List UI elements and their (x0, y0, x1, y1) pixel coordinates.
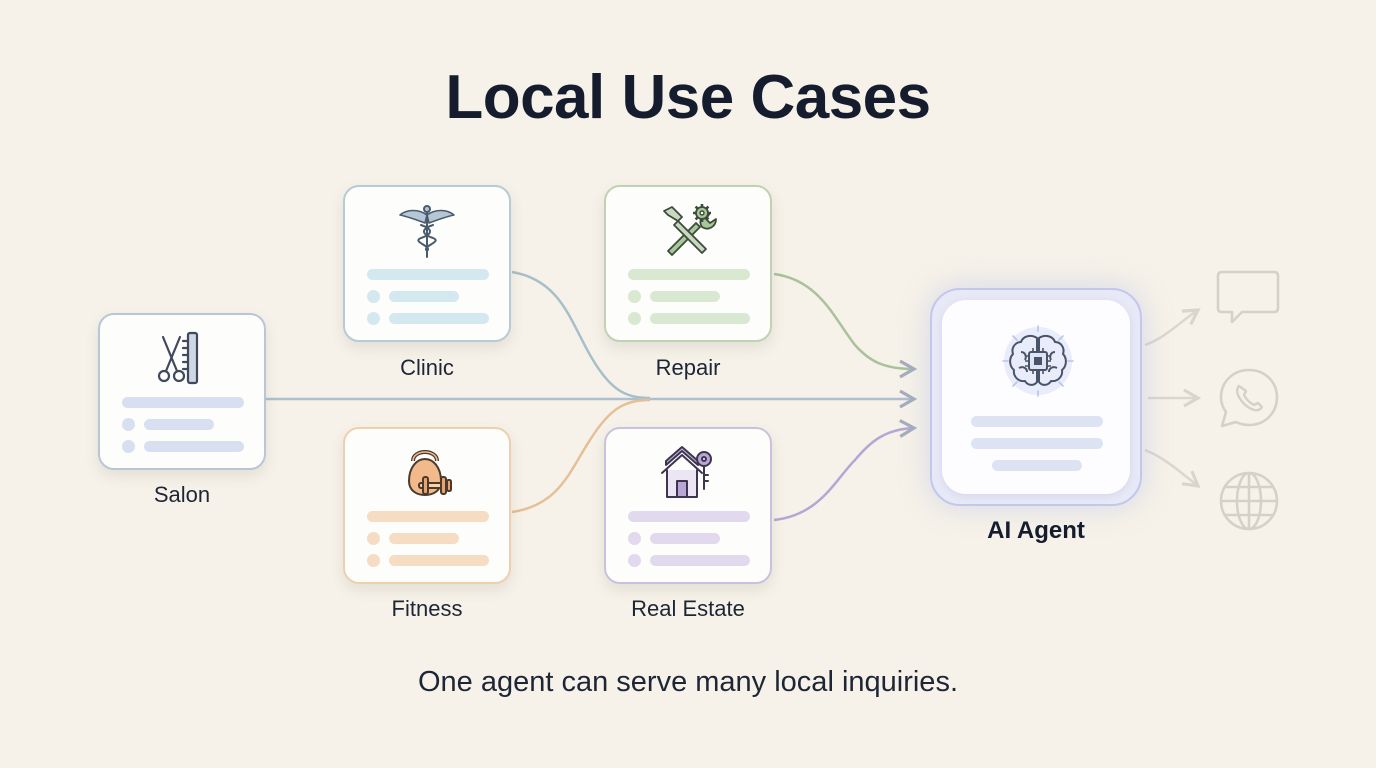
link-out-chat (1144, 308, 1201, 347)
clinic-label: Clinic (400, 355, 454, 380)
fitness-label: Fitness (391, 596, 463, 621)
ai-agent-label: AI Agent (987, 517, 1085, 544)
real-estate-card[interactable] (604, 427, 772, 584)
globe-icon (1218, 470, 1280, 532)
repair-card[interactable] (604, 185, 772, 342)
house-key-icon (606, 443, 770, 503)
real-estate-label: Real Estate (631, 596, 745, 621)
kettlebell-dumbbell-icon (345, 443, 509, 503)
link-clinic (511, 270, 651, 400)
brain-chip-icon (1001, 324, 1075, 398)
wrench-gear-icon (606, 201, 770, 261)
salon-card[interactable] (98, 313, 266, 470)
caduceus-icon (345, 201, 509, 261)
scissors-comb-icon (100, 329, 264, 389)
salon-label: Salon (153, 482, 211, 507)
page-title: Local Use Cases (445, 63, 931, 132)
ai-agent-node[interactable] (930, 288, 1142, 506)
chat-bubble-icon (1216, 268, 1280, 326)
link-repair (773, 272, 918, 379)
link-fitness (511, 398, 651, 514)
whatsapp-icon (1217, 366, 1281, 430)
ai-agent-card (942, 300, 1130, 494)
clinic-card[interactable] (343, 185, 511, 342)
fitness-card[interactable] (343, 427, 511, 584)
link-real-estate (773, 419, 918, 522)
caption: One agent can serve many local inquiries… (417, 666, 958, 698)
link-out-globe (1144, 448, 1201, 488)
repair-label: Repair (655, 355, 721, 380)
